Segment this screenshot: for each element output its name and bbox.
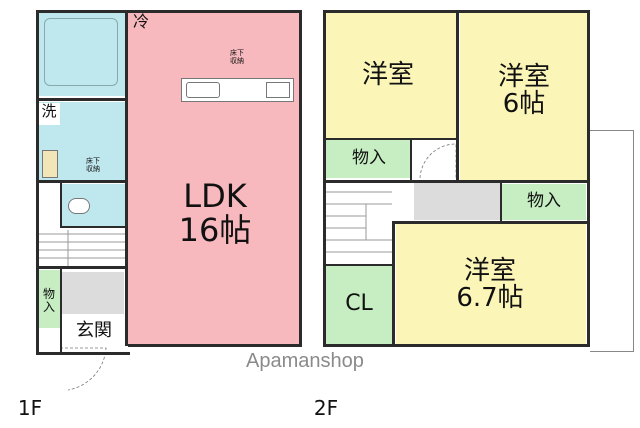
wall	[456, 10, 459, 182]
wall	[323, 10, 326, 346]
wall	[410, 138, 412, 182]
entrance-door-swing	[60, 347, 107, 391]
wall	[125, 10, 128, 346]
storage-2f-1-label: 物入	[352, 148, 386, 168]
sink-icon	[186, 82, 220, 98]
wall	[500, 180, 502, 222]
bathroom	[38, 12, 125, 96]
western-room-1	[326, 12, 456, 138]
entrance-floor	[62, 272, 124, 314]
wall	[60, 226, 128, 228]
entrance-label: 玄関	[76, 320, 112, 341]
floor-2-label: 2F	[313, 396, 339, 420]
bathtub-icon	[44, 18, 118, 86]
wall	[36, 180, 128, 183]
toilet-bowl-icon	[68, 198, 90, 214]
wall	[392, 221, 590, 224]
wall	[60, 180, 62, 228]
washroom-label: 洗	[41, 102, 57, 120]
floor-1-label: 1F	[17, 396, 43, 420]
storage-1f	[38, 270, 60, 328]
washroom-label-box	[38, 103, 60, 125]
western-room-1-label: 洋室	[361, 60, 414, 90]
closet-label: CL	[345, 291, 373, 316]
wall	[392, 221, 395, 346]
fridge-label: 冷	[132, 12, 149, 31]
wall	[299, 10, 302, 344]
western-room-3-label: 洋室 6.7帖	[456, 256, 524, 314]
stairs-2f	[326, 191, 392, 253]
storage-2f-2-label: 物入	[527, 191, 561, 211]
storage-2f-1	[326, 140, 412, 178]
ldk-room	[128, 12, 300, 346]
storage-2f-2	[502, 184, 586, 220]
wall	[36, 10, 301, 13]
storage-1f-label: 物 入	[42, 287, 55, 314]
wall	[128, 344, 302, 347]
ldk-underfloor-storage-label: 床下 収納	[230, 49, 244, 65]
wall	[60, 266, 62, 352]
wall	[323, 344, 590, 347]
stairs-1f	[38, 230, 128, 266]
watermark: Apamanshop	[246, 350, 364, 372]
wall	[36, 266, 128, 269]
balcony	[590, 130, 634, 352]
hallway-2f	[414, 182, 500, 220]
ldk-label: LDK 16帖	[178, 177, 252, 249]
wall	[323, 180, 590, 183]
wall	[323, 264, 395, 266]
washroom-underfloor-storage-label: 床下 収納	[86, 157, 100, 173]
floor-1: LDK 16帖 床下 収納 冷 洗 床下 収納 物 入 玄関	[0, 0, 310, 428]
closet	[326, 266, 392, 344]
western-room-2-label: 洋室 6帖	[497, 62, 550, 120]
wall	[36, 352, 130, 355]
room-door-swing	[419, 143, 457, 179]
washbasin-icon	[42, 150, 58, 178]
stove-icon	[266, 82, 290, 98]
western-room-3	[396, 224, 586, 344]
wall	[323, 138, 458, 140]
wall	[587, 10, 590, 346]
wall	[36, 98, 128, 101]
western-room-2	[460, 12, 588, 180]
